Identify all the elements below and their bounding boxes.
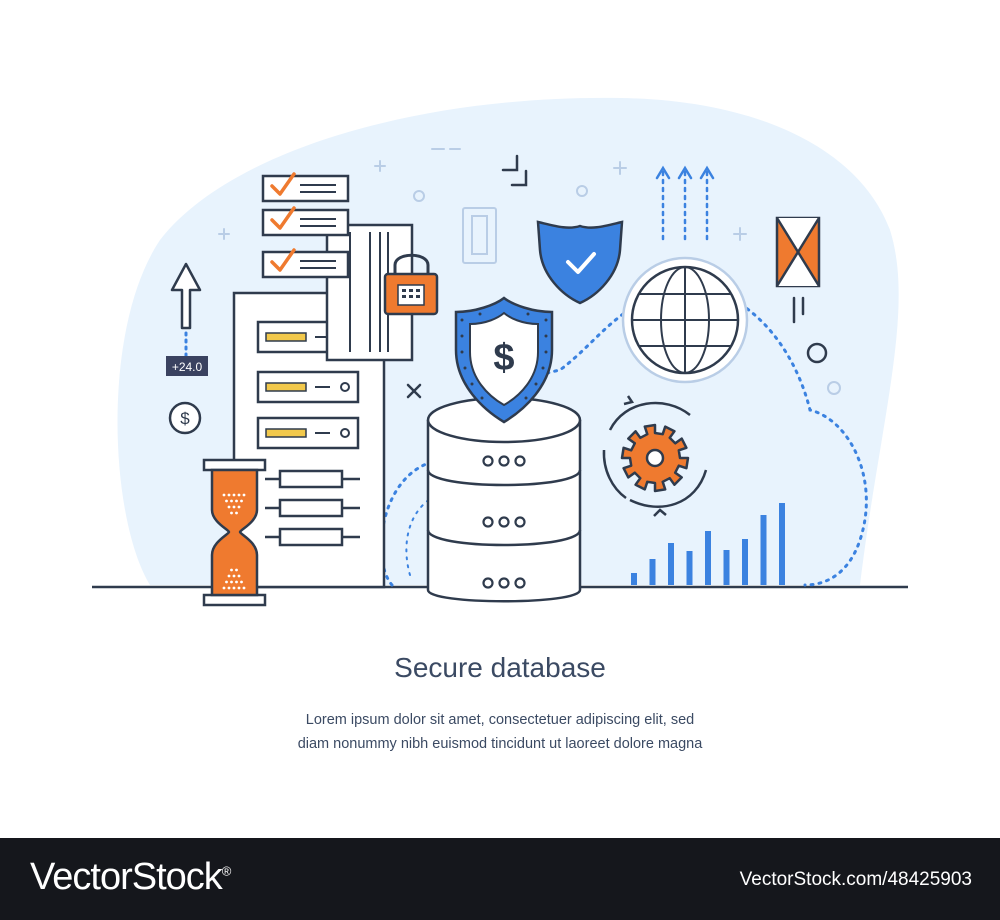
ring-mark [806,342,828,364]
bar-graph-bar [723,550,730,585]
description-line-2: diam nonummy nibh euismod tincidunt ut l… [297,736,703,752]
footer-bar: VectorStock® VectorStock.com/48425903 [0,838,1000,920]
checklist-icon [261,172,350,279]
bar-graph-bar [705,531,711,585]
bar-graph-bar [686,551,693,585]
checklist-row [261,248,350,279]
image-id: VectorStock.com/48425903 [739,869,972,890]
dollar-coin-icon [168,401,202,435]
padlock-icon [383,253,439,316]
checklist-row [261,172,350,203]
brand-logo[interactable]: VectorStock® [30,856,231,899]
gear-sync-icon [602,395,708,517]
check-shield-icon [536,220,624,305]
bar-graph-bar [631,573,637,585]
bar-graph-bar [668,543,674,585]
close-mark-icon [406,383,422,399]
checklist-row [261,206,350,237]
dollar-shield-icon: $ [454,296,554,424]
bar-graph-icon [631,503,785,585]
bar-graph-bar [779,503,785,585]
bar-graph-bar [649,559,656,585]
brand-name: VectorStock [30,856,223,898]
growth-badge [166,356,208,376]
hourglass-icon [202,458,267,607]
globe-icon [621,256,749,384]
rack-unit [256,416,360,450]
corner-bracket-icon [501,154,528,187]
dollar-coin-symbol: $ [180,409,190,428]
page-title: Secure database [394,652,606,683]
description-line-1: Lorem ipsum dolor sit amet, consectetuer… [305,712,695,728]
upload-arrows-icon [655,165,715,242]
rack-unit [256,370,360,404]
database-icon [426,396,582,603]
decorative-marks [218,148,841,395]
registered-mark: ® [221,863,232,879]
bar-graph-bar [742,539,748,585]
shield-dollar-symbol: $ [493,337,514,379]
bar-graph-bar [760,515,767,585]
secure-database-illustration: +24.0 $ [92,97,908,607]
growth-label: +24.0 [172,360,203,374]
envelope-icon [775,216,821,324]
rack-connectors [265,469,360,547]
description: Lorem ipsum dolor sit amet, consectetuer… [0,708,1000,756]
